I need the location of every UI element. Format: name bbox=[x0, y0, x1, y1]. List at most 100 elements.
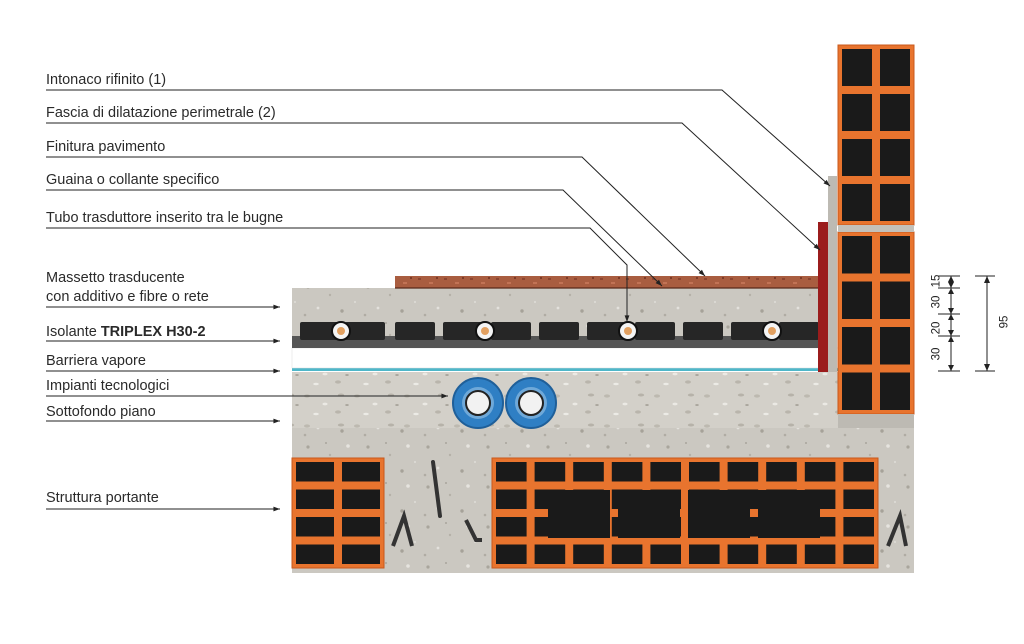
leader-impianti-arrow bbox=[441, 393, 448, 399]
dim-arrow bbox=[948, 276, 954, 282]
insulation-boss bbox=[779, 322, 819, 340]
slab-block-right-hole bbox=[496, 517, 527, 537]
label-finitura: Finitura pavimento bbox=[46, 139, 166, 155]
slab-block-left-hole bbox=[296, 489, 334, 509]
impianti-pipe-1-bore bbox=[465, 390, 491, 416]
dim-arrow bbox=[948, 330, 954, 336]
leader-fascia-arrow bbox=[813, 243, 820, 250]
label-isolante: Isolante TRIPLEX H30-2 bbox=[46, 324, 206, 341]
slab-block-right-hole bbox=[843, 544, 874, 564]
wall-base-joint bbox=[838, 414, 914, 428]
leader-struttura-arrow bbox=[273, 506, 280, 512]
rebar bbox=[431, 460, 442, 518]
slab-block-right-hole bbox=[727, 544, 759, 564]
slab-block-right-hole bbox=[611, 544, 643, 564]
floor-finish bbox=[395, 276, 822, 288]
label-isolante-product: TRIPLEX H30-2 bbox=[100, 324, 206, 340]
slab-block-right-hole bbox=[650, 544, 681, 564]
insulation-boss bbox=[539, 322, 579, 340]
slab-block-left-hole bbox=[342, 489, 380, 509]
dim-30-upper: 30 bbox=[930, 295, 943, 309]
leader-finitura-arrow bbox=[698, 269, 705, 276]
sottofondo-layer bbox=[292, 372, 838, 428]
plaster-finish bbox=[828, 176, 837, 372]
slab-block-left-hole bbox=[342, 462, 380, 482]
slab-block-right-hole bbox=[843, 517, 874, 537]
leader-finitura bbox=[46, 156, 706, 277]
slab-block-right-hole bbox=[534, 544, 566, 564]
transducer-pipe-core bbox=[481, 327, 489, 335]
dim-arrow bbox=[984, 364, 990, 371]
slab-block-cell bbox=[758, 490, 820, 538]
dim-arrow bbox=[948, 314, 954, 320]
transducer-pipe-core bbox=[624, 327, 632, 335]
wall-block-upper-hole bbox=[880, 139, 910, 176]
insulation-boss bbox=[491, 322, 531, 340]
dim-20: 20 bbox=[930, 321, 943, 335]
leader-tubo bbox=[46, 227, 628, 322]
dim-95-total: 95 bbox=[998, 315, 1011, 329]
wall-block-upper-hole bbox=[880, 49, 910, 86]
dim-15: 15 bbox=[930, 274, 943, 288]
slab-block-right-hole bbox=[573, 462, 604, 482]
vapour-barrier bbox=[292, 368, 838, 371]
leader-tubo-arrow bbox=[624, 315, 630, 322]
label-sottofondo: Sottofondo piano bbox=[46, 404, 156, 420]
transducer-pipe-core bbox=[337, 327, 345, 335]
insulation-boss bbox=[443, 322, 483, 340]
wall-mortar-joint bbox=[838, 225, 914, 232]
slab-block-right-hole bbox=[689, 544, 720, 564]
slab-block-right-hole bbox=[496, 544, 527, 564]
label-barriera: Barriera vapore bbox=[46, 353, 146, 369]
perimeter-band bbox=[818, 222, 828, 372]
transducer-pipe-core bbox=[768, 327, 776, 335]
slab-block-right-hole bbox=[496, 462, 527, 482]
slab-block-right-hole bbox=[804, 544, 836, 564]
wall-block-lower-hole bbox=[842, 236, 872, 274]
wall-block-upper-hole bbox=[842, 139, 872, 176]
insulation-boss bbox=[683, 322, 723, 340]
wall-block-lower-hole bbox=[842, 372, 872, 410]
slab-block-right-hole bbox=[534, 462, 566, 482]
leader-massetto-arrow bbox=[273, 304, 280, 310]
dim-arrow bbox=[948, 336, 954, 342]
wall-block-lower-hole bbox=[880, 327, 910, 365]
insulation-boss bbox=[395, 322, 435, 340]
slab-block-cell bbox=[618, 490, 680, 538]
slab-block-right-hole bbox=[843, 489, 874, 509]
rebar bbox=[391, 509, 414, 547]
wall-block-lower-hole bbox=[842, 281, 872, 319]
wall-block-upper-hole bbox=[842, 49, 872, 86]
slab-block-right-hole bbox=[843, 462, 874, 482]
slab-block-cell bbox=[548, 490, 610, 538]
slab-block-right-hole bbox=[766, 544, 797, 564]
slab-block-right-hole bbox=[727, 462, 759, 482]
leader-fascia bbox=[46, 122, 821, 251]
slab-block-left-hole bbox=[296, 544, 334, 564]
leader-intonaco bbox=[46, 89, 831, 187]
wall-block-lower-hole bbox=[880, 236, 910, 274]
leader-guaina-arrow bbox=[655, 279, 662, 286]
slab-block-left-hole bbox=[296, 462, 334, 482]
rebar bbox=[464, 519, 482, 542]
wall-block-lower-hole bbox=[880, 281, 910, 319]
label-isolante-prefix: Isolante bbox=[46, 324, 101, 340]
label-fascia: Fascia di dilatazione perimetrale (2) bbox=[46, 105, 276, 121]
insulation-boss bbox=[345, 322, 385, 340]
insulation-boss bbox=[300, 322, 340, 340]
insulation-boss bbox=[731, 322, 771, 340]
wall-block-lower-hole bbox=[880, 372, 910, 410]
leader-isolante-arrow bbox=[273, 338, 280, 344]
label-guaina: Guaina o collante specifico bbox=[46, 172, 220, 188]
rebar bbox=[886, 509, 908, 547]
insulation-boss bbox=[635, 322, 675, 340]
wall-block-upper-hole bbox=[842, 94, 872, 131]
dim-arrow bbox=[948, 365, 954, 371]
label-massetto-1: Massetto trasducente bbox=[46, 270, 185, 286]
dim-arrow bbox=[948, 288, 954, 294]
impianti-pipe-2-bore bbox=[518, 390, 544, 416]
wall-block-upper-hole bbox=[880, 94, 910, 131]
dim-arrow bbox=[948, 282, 954, 288]
